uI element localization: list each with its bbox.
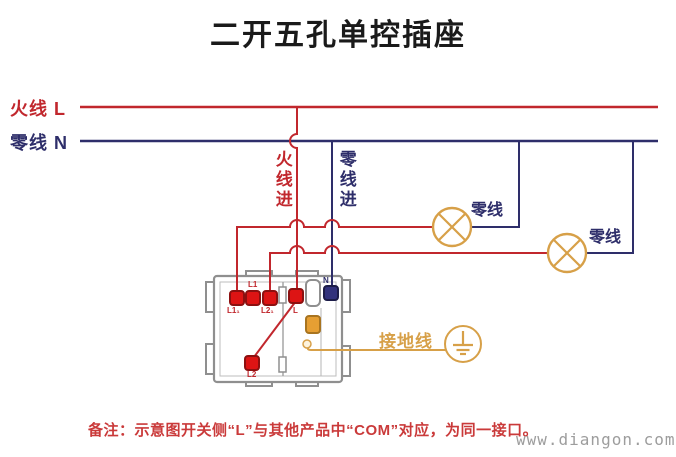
device-socket-slot — [305, 279, 321, 307]
ground-wire-label: 接地线 — [379, 332, 433, 351]
lamp2-neutral-label: 零线 — [589, 229, 622, 246]
lamp1-return-wire — [471, 141, 520, 228]
lamp2-feed-wire — [269, 245, 548, 293]
live-wire-label: 火线 L — [10, 99, 66, 119]
terminal-ground — [305, 315, 321, 334]
lamp1-neutral-label: 零线 — [471, 202, 504, 219]
terminal-label-l11: L1₁ — [227, 306, 240, 315]
lamp1-symbol — [431, 206, 473, 248]
terminal-n — [323, 285, 339, 301]
lamp2-cross — [552, 238, 582, 268]
terminal-l21 — [262, 290, 278, 306]
device-terminals — [229, 285, 339, 371]
terminal-l11 — [229, 290, 245, 306]
lamp2-return-wire — [586, 141, 634, 254]
footnote: 备注：示意图开关侧“L”与其他产品中“COM”对应，为同一接口。 — [88, 422, 539, 439]
lamp1-cross — [437, 212, 467, 242]
device-inner-frame — [219, 281, 337, 377]
terminal-l1 — [245, 290, 261, 306]
terminal-label-l1: L1 — [248, 280, 258, 289]
neutral-wire-label: 零线 N — [10, 133, 68, 153]
terminal-label-l21: L2₁ — [261, 306, 274, 315]
terminal-label-n: N — [323, 276, 329, 285]
device-slot — [278, 356, 287, 373]
terminal-label-l2: L2 — [247, 370, 257, 379]
lamp1-feed-wire — [236, 219, 433, 293]
lamp2-symbol — [546, 232, 588, 274]
ground-screw — [302, 339, 312, 349]
neutral-in-label: 零线进 — [336, 150, 356, 210]
switch-jumper-wire — [253, 300, 297, 358]
terminal-l — [288, 288, 304, 304]
live-in-label: 火线进 — [272, 150, 292, 210]
earth-symbol — [444, 325, 482, 363]
live-drop-wire — [289, 107, 298, 293]
terminal-l2 — [244, 355, 260, 371]
device-slot — [278, 286, 287, 304]
watermark: www.diangon.com — [516, 430, 676, 449]
page-title: 二开五孔单控插座 — [210, 19, 466, 52]
terminal-label-l: L — [293, 306, 298, 315]
